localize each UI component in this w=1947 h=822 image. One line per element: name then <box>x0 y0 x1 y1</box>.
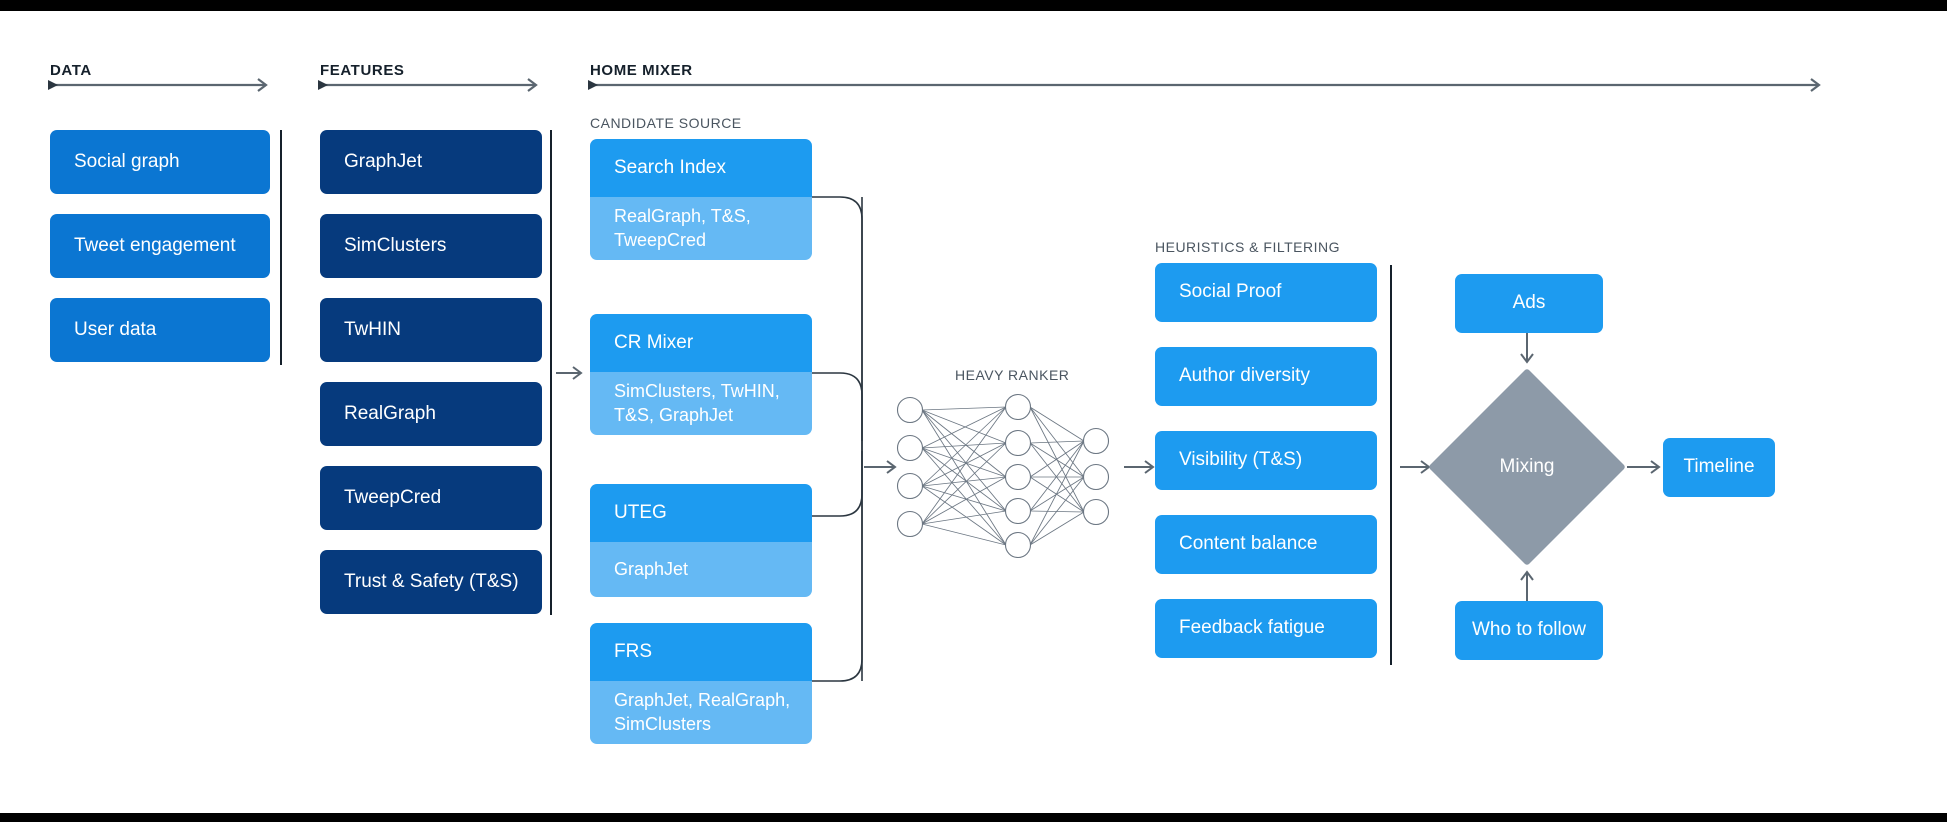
heuristic-box-content-balance[interactable]: Content balance <box>1155 515 1377 574</box>
candidate-source-title-frs: FRS <box>590 623 812 681</box>
flow-connectors <box>556 196 1661 682</box>
top-black-bar <box>0 0 1947 11</box>
candidate-source-card-search-index[interactable]: Search Index RealGraph, T&S, TweepCred <box>590 139 812 260</box>
output-box-ads[interactable]: Ads <box>1455 274 1603 333</box>
heuristic-box-author-diversity[interactable]: Author diversity <box>1155 347 1377 406</box>
arrow-ads-to-mixing <box>1520 333 1534 364</box>
label-candidate-source: CANDIDATE SOURCE <box>590 115 742 131</box>
candidate-source-title-uteg: UTEG <box>590 484 812 542</box>
bottom-black-bar <box>0 813 1947 822</box>
arrow-ranker-to-heuristics <box>1124 460 1155 474</box>
candidate-source-card-frs[interactable]: FRS GraphJet, RealGraph, SimClusters <box>590 623 812 744</box>
section-rule-arrows <box>48 78 1821 92</box>
heuristic-box-social-proof[interactable]: Social Proof <box>1155 263 1377 322</box>
feature-box-realgraph[interactable]: RealGraph <box>320 382 542 446</box>
divider-features-homemixer <box>550 130 552 615</box>
feature-box-trust-safety[interactable]: Trust & Safety (T&S) <box>320 550 542 614</box>
candidate-source-title-cr-mixer: CR Mixer <box>590 314 812 372</box>
section-title-data: DATA <box>50 62 92 79</box>
label-heavy-ranker: HEAVY RANKER <box>955 367 1070 383</box>
data-box-tweet-engagement[interactable]: Tweet engagement <box>50 214 270 278</box>
feature-box-tweepcred[interactable]: TweepCred <box>320 466 542 530</box>
arrow-mixing-to-timeline <box>1627 460 1661 474</box>
arrow-candidate-to-ranker <box>864 460 897 474</box>
candidate-source-curves <box>812 196 863 682</box>
candidate-source-title-search-index: Search Index <box>590 139 812 197</box>
candidate-source-card-uteg[interactable]: UTEG GraphJet <box>590 484 812 597</box>
arrow-heuristics-to-mixing <box>1400 460 1431 474</box>
feature-box-graphjet[interactable]: GraphJet <box>320 130 542 194</box>
nn-nodes <box>896 393 1110 559</box>
nn-edges <box>921 406 1085 546</box>
divider-data-features <box>280 130 282 365</box>
label-heuristics-filtering: HEURISTICS & FILTERING <box>1155 239 1340 255</box>
data-box-user-data[interactable]: User data <box>50 298 270 362</box>
candidate-source-card-cr-mixer[interactable]: CR Mixer SimClusters, TwHIN, T&S, GraphJ… <box>590 314 812 435</box>
diagram-canvas: DATA FEATURES HOME MIXER CANDIDATE SOURC… <box>0 11 1947 813</box>
candidate-source-features-search-index: RealGraph, T&S, TweepCred <box>590 197 812 260</box>
section-title-home-mixer: HOME MIXER <box>590 62 693 79</box>
candidate-source-features-frs: GraphJet, RealGraph, SimClusters <box>590 681 812 744</box>
candidate-source-features-cr-mixer: SimClusters, TwHIN, T&S, GraphJet <box>590 372 812 435</box>
candidate-source-features-uteg: GraphJet <box>590 542 812 597</box>
section-title-features: FEATURES <box>320 62 405 79</box>
heuristic-box-visibility[interactable]: Visibility (T&S) <box>1155 431 1377 490</box>
output-box-who-to-follow[interactable]: Who to follow <box>1455 601 1603 660</box>
heuristic-box-feedback-fatigue[interactable]: Feedback fatigue <box>1155 599 1377 658</box>
divider-heuristics-output <box>1390 265 1392 665</box>
feature-box-twhin[interactable]: TwHIN <box>320 298 542 362</box>
heavy-ranker-neural-net <box>896 393 1110 559</box>
arrow-whotofollow-to-mixing <box>1520 570 1534 601</box>
mixing-label: Mixing <box>1499 456 1555 477</box>
data-box-social-graph[interactable]: Social graph <box>50 130 270 194</box>
arrow-features-to-candidate <box>556 366 583 380</box>
output-box-timeline[interactable]: Timeline <box>1663 438 1775 497</box>
feature-box-simclusters[interactable]: SimClusters <box>320 214 542 278</box>
